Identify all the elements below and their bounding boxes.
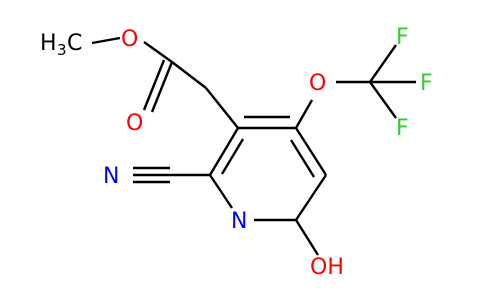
bond-c2-c3 [208, 127, 240, 176]
bond-cf3-f-bottom [369, 81, 397, 119]
carbonyl-oxygen-label: O [126, 111, 143, 136]
bond-c4-c5-inner [289, 139, 316, 178]
bonds [91, 36, 416, 256]
methyl-h-label: H [40, 31, 57, 56]
bond-c5-c6 [295, 174, 327, 221]
methyl-c-label: C [67, 31, 82, 56]
bond-c4-c5 [294, 127, 328, 176]
ester-oxygen-label: O [121, 27, 138, 52]
bond-ester-o-carbonyl-c [143, 41, 173, 63]
ether-oxygen-label: O [309, 71, 326, 96]
bond-carbonyl-ch2 [171, 61, 207, 89]
atom-labels: H 3 C O O O F F F N N OH [40, 25, 433, 280]
bond-carbonyl-double-1 [150, 61, 174, 113]
bond-c4-ether-o [294, 99, 314, 129]
bond-c2-c3-inner [220, 138, 245, 175]
bond-c6-oh [294, 219, 320, 256]
fluorine-top-label: F [396, 25, 409, 50]
bond-cf3-f-top [369, 44, 397, 83]
methyl-subscript-label: 3 [57, 41, 67, 59]
bond-ch2-c3 [205, 87, 239, 129]
bond-methyl-ester-o [91, 36, 121, 45]
ring-nitrogen-label: N [231, 209, 247, 234]
bond-carbonyl-double-2 [142, 59, 166, 111]
fluorine-bottom-label: F [396, 116, 409, 141]
bond-n1-c2 [209, 174, 233, 209]
nitrile-nitrogen-label: N [103, 164, 119, 189]
fluorine-mid-label: F [420, 71, 433, 96]
hydroxyl-label: OH [310, 255, 344, 280]
